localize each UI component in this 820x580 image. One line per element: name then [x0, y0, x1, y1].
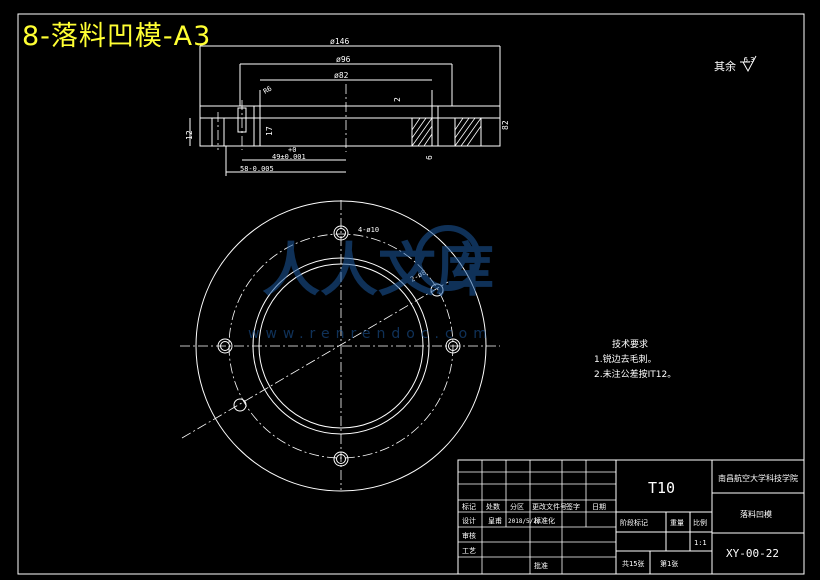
sheet-no: 第1张: [660, 559, 678, 568]
dim-r6: R6: [262, 85, 273, 96]
watermark-url: www.renrendoc.com: [248, 326, 493, 342]
weight-label: 重量: [670, 519, 684, 527]
dim-82v: 82: [501, 120, 510, 130]
dim-d49: 49±0.001: [272, 153, 306, 161]
tech-requirements: 技术要求 1.锐边去毛刺。 2.未注公差按IT12。: [594, 338, 676, 383]
drawing-number: XY-00-22: [726, 547, 779, 560]
hdr-zone: 分区: [510, 502, 524, 511]
dim-h6: 6: [425, 155, 434, 160]
process-label: 工艺: [462, 547, 476, 555]
approve-label: 批准: [534, 561, 548, 570]
drawing-title: 8-落料凹模-A3: [22, 21, 212, 52]
part-name: 落料凹模: [740, 509, 772, 519]
roughness-note: 其余 6.3: [714, 56, 755, 74]
design-date: 2018/5/20: [508, 518, 541, 525]
hdr-mark: 标记: [462, 502, 476, 511]
roughness-prefix: 其余: [714, 60, 736, 73]
tech-heading: 技术要求: [612, 340, 649, 350]
hdr-date: 日期: [592, 503, 606, 511]
hdr-sign: 签字: [566, 502, 580, 511]
designer-label: 设计: [462, 516, 476, 525]
plan-view: 4-ø10 2-ø8: [180, 200, 500, 492]
scale-value: 1:1: [694, 539, 707, 547]
title-block: 标记 处数 分区 更改文件号 签字 日期 设计 皇甫 2018/5/20 标准化…: [457, 459, 805, 575]
watermark: 人人文库 www.renrendoc.com: [248, 225, 494, 342]
dim-h17: 17: [265, 126, 274, 136]
std-label: 标准化: [534, 516, 555, 525]
tech-item-2: 2.未注公差按IT12。: [594, 370, 677, 380]
watermark-cn: 人人文库: [262, 236, 494, 304]
roughness-value: 6.3: [743, 56, 755, 64]
scale-label: 比例: [693, 518, 707, 527]
hdr-change: 更改文件号: [532, 502, 567, 511]
dim-h12: 12: [185, 130, 194, 140]
school-name: 南昌航空大学科技学院: [718, 473, 798, 483]
drawing-frame: [17, 13, 805, 575]
dim-hole-4: 4-ø10: [358, 226, 379, 234]
dim-sub: +0: [288, 146, 296, 154]
dim-d58: 58-0.005: [240, 165, 274, 173]
tech-item-1: 1.锐边去毛刺。: [594, 355, 657, 365]
review-label: 审核: [462, 531, 476, 540]
hdr-count: 处数: [486, 502, 500, 511]
dim-d82: ø82: [334, 71, 349, 80]
dim-d96: ø96: [336, 55, 351, 64]
dim-c2: 2: [393, 97, 402, 102]
dim-d146: ø146: [330, 37, 349, 46]
roughness-symbol: [740, 55, 757, 73]
stage-label: 阶段标记: [620, 518, 648, 527]
designer-name: 皇甫: [488, 516, 502, 525]
section-view: ø146 ø96 ø82 12 17 2 82 6 R6 +0 49±0.001…: [185, 37, 510, 176]
material-text: T10: [648, 479, 675, 497]
sheets-total: 共15张: [622, 559, 644, 568]
